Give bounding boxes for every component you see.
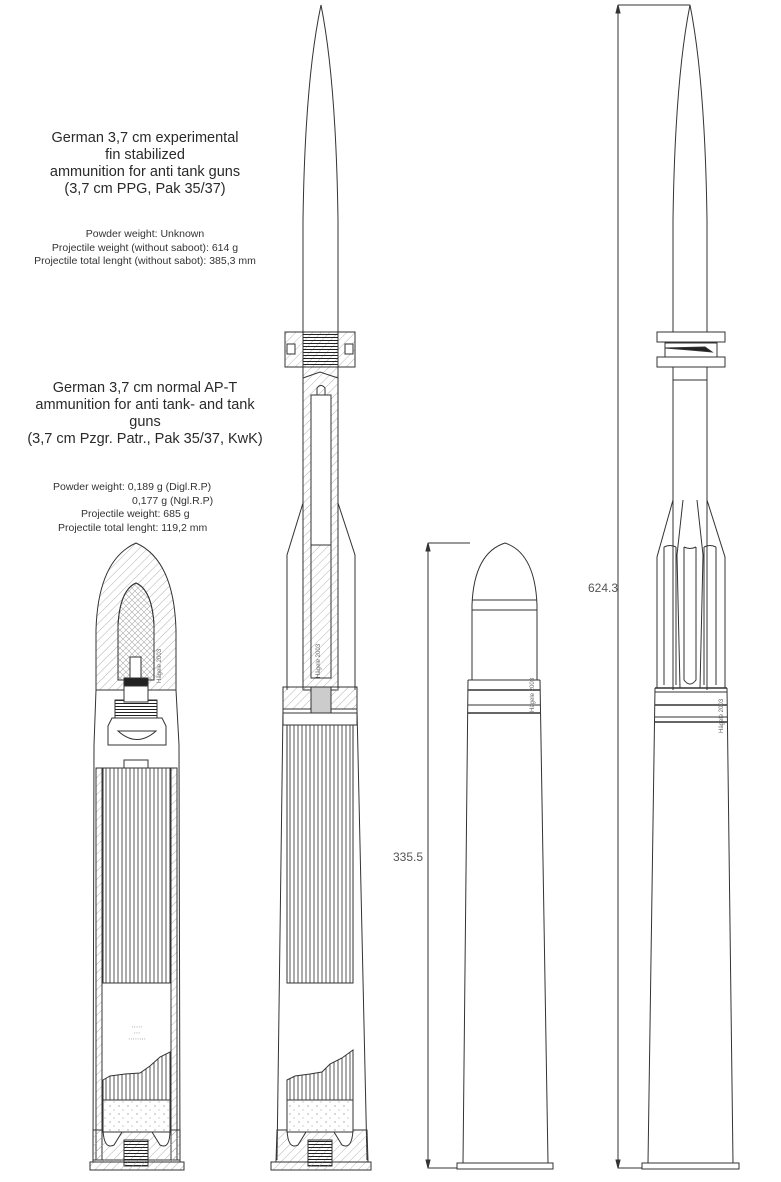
signature-text: Hägele 2003 [530,677,536,712]
apt-propellant-rest [102,1051,171,1101]
apt-title-line: ammunition for anti tank- and tank [35,397,255,413]
ppg-ext-case [647,687,734,1164]
apt-title: German 3,7 cm normal AP-T ammunition for… [15,380,275,448]
ppg-ext-saboot-ring [656,356,726,368]
ppg-ext-rim [641,1162,740,1170]
apt-igniter [102,1099,171,1133]
signature-text: Hägele 2003 [316,643,322,678]
ppg-penetrator-tip [302,4,339,333]
ppg-igniter [286,1099,354,1133]
apt-powder-weight-alt: 0,177 g (Ngl.R.P) [132,494,214,507]
apt-ext-rim [456,1162,554,1170]
ppg-specs: Powder weight: Unknown Projectile weight… [0,228,290,269]
ppg-ext-saboot-ring [656,331,726,343]
signature-text: Hägele 2003 [157,648,163,683]
apt-title-line: (3,7 cm Pzgr. Patr., Pak 35/37, KwK) [27,431,263,447]
apt-rim [89,1161,185,1171]
signature: Hägele 2003 Hägele 2003 Hägele 2003 Häge… [157,643,725,733]
svg-text:▪ ▪ ▪ ▪ ▪: ▪ ▪ ▪ ▪ ▪ [132,1025,142,1029]
ppg-rim [270,1161,372,1171]
ppg-title-line: (3,7 cm PPG, Pak 35/37) [64,181,226,197]
ppg-projectile-weight: Projectile weight (without saboot): 614 … [51,241,239,254]
ppg-fins [286,502,356,690]
ppg-title: German 3,7 cm experimental fin stabilize… [20,130,270,198]
ppg-case [276,708,368,1161]
apt-propellant-sticks [102,767,171,984]
ppg-propellant-sticks [286,724,354,984]
ppg-title-line: fin stabilized [105,147,185,163]
ppg-length-label: 624.3 [588,581,618,595]
svg-text:▪ ▪ ▪ ▪ ▪ ▪ ▪ ▪: ▪ ▪ ▪ ▪ ▪ ▪ ▪ ▪ [129,1037,146,1041]
apt-title-line: German 3,7 cm normal AP-T [52,380,238,396]
ppg-title-line: ammunition for anti tank guns [49,164,241,180]
apt-length-label: 335.5 [393,850,423,864]
apt-cartridge-exterior [425,542,554,1170]
apt-title-line: guns [129,414,161,430]
apt-projectile-weight: Projectile weight: 685 g [81,508,190,520]
svg-text:▪ ▪ ▪: ▪ ▪ ▪ [134,1031,140,1035]
apt-ext-case [462,679,549,1164]
apt-fuze-thread [114,699,158,719]
ppg-powder-weight: Powder weight: Unknown [85,228,205,240]
ppg-propellant-rest [286,1049,354,1101]
ppg-projectile-length: Projectile total lenght (without sabot):… [34,255,256,267]
apt-powder-weight: Powder weight: 0,189 g (Digl.R.P) [53,481,212,493]
apt-specs: Powder weight: 0,189 g (Digl.R.P) 0,177 … [0,481,290,535]
apt-projectile-length: Projectile total lenght: 119,2 mm [58,521,208,534]
apt-tracer-pin [129,656,142,680]
ppg-title-line: German 3,7 cm experimental [51,130,239,146]
ppg-cartridge-exterior [615,4,740,1170]
ppg-cartridge-section [270,4,372,1171]
apt-cartridge-section: ▪ ▪ ▪ ▪ ▪ ▪ ▪ ▪ ▪ ▪ ▪ ▪ ▪ ▪ ▪ ▪ [89,542,185,1171]
ppg-ext-penetrator [672,4,708,332]
apt-case-label: ▪ ▪ ▪ ▪ ▪ ▪ ▪ ▪ ▪ ▪ ▪ ▪ ▪ ▪ ▪ ▪ [129,1025,146,1041]
ppg-ext-fins [656,499,726,689]
signature-text: Hägele 2003 [719,698,725,733]
apt-ext-nose [471,542,538,680]
